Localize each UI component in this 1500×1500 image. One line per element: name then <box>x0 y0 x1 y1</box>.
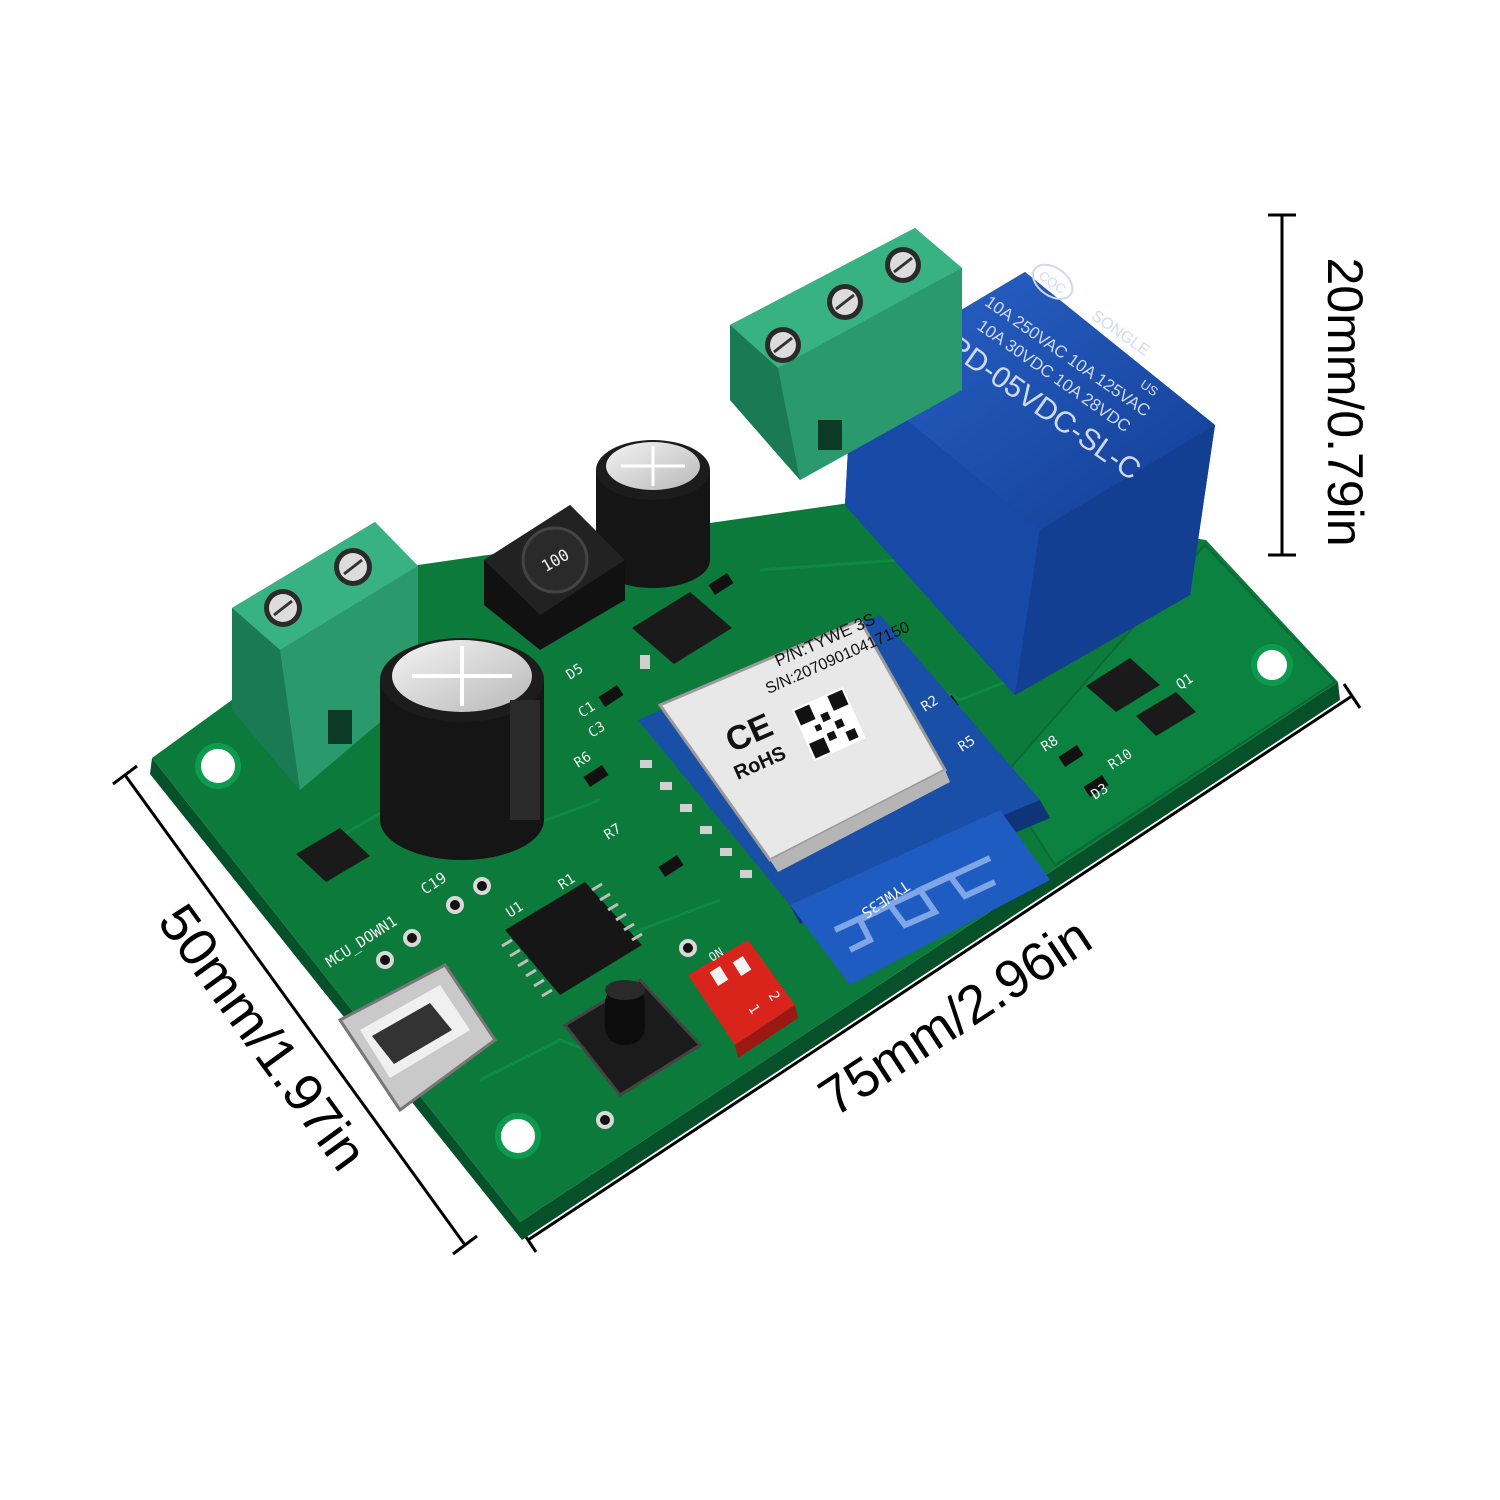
reset-button[interactable] <box>562 978 703 1097</box>
transistor <box>296 828 370 882</box>
transistor-q1 <box>1086 658 1196 736</box>
screw-terminal <box>885 247 921 283</box>
terminal-block-3pin <box>730 228 962 480</box>
silk-c3: C3 <box>585 719 608 742</box>
screw-terminal <box>334 548 372 586</box>
wifi-module: TYWE3S P/N:TYWE 3S S/N:20709010417150 CE… <box>638 609 1050 985</box>
silk-q1: Q1 <box>1173 671 1196 694</box>
screw-terminal <box>765 327 801 363</box>
silk-r2: R2 <box>918 693 941 716</box>
capacitor-large <box>380 638 544 860</box>
screw-terminal <box>827 284 863 320</box>
qr-code <box>791 687 866 762</box>
mounting-hole <box>495 1113 541 1159</box>
silk-c1: C1 <box>575 699 598 722</box>
mounting-hole <box>195 743 241 789</box>
header-holes <box>376 877 697 1129</box>
silk-r6: R6 <box>571 749 594 772</box>
control-ic <box>501 882 643 998</box>
silk-d5: D5 <box>563 661 586 684</box>
height-label: 20mm/0.79in <box>1317 257 1373 546</box>
micro-usb-port[interactable] <box>337 963 498 1113</box>
power-inductor: 100 <box>484 505 625 650</box>
height-dimension: 20mm/0.79in <box>1268 213 1373 557</box>
silk-r5: R5 <box>955 733 978 756</box>
silk-r7: R7 <box>601 821 624 844</box>
silk-u1: U1 <box>503 899 526 922</box>
screw-terminal <box>264 589 302 627</box>
terminal-block-2pin <box>232 522 418 790</box>
silk-d3: D3 <box>1088 781 1111 804</box>
dip-on-label: ON <box>706 945 726 965</box>
silk-r8: R8 <box>1038 733 1061 756</box>
capacitor-small <box>596 440 710 588</box>
silk-r1: R1 <box>555 871 578 894</box>
dip-switch[interactable]: ON 1 2 <box>688 940 798 1058</box>
voltage-regulator <box>632 592 732 669</box>
mounting-hole <box>1251 644 1293 686</box>
pcb-antenna: TYWE3S <box>790 810 1050 985</box>
